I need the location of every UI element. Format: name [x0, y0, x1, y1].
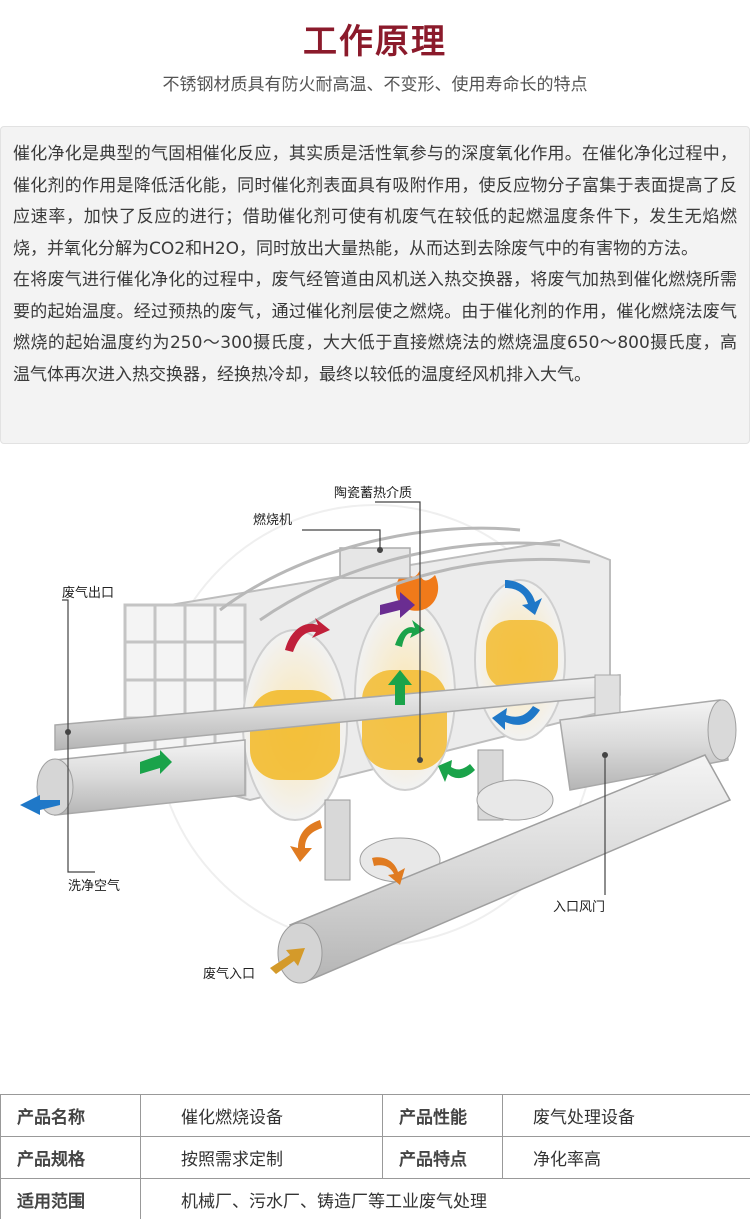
spec-row: 产品规格 按照需求定制 产品特点 净化率高 — [0, 1136, 750, 1179]
spec-table: 产品名称 催化燃烧设备 产品性能 废气处理设备 产品规格 按照需求定制 产品特点… — [0, 1094, 750, 1219]
label-exhaust-outlet: 废气出口 — [62, 585, 114, 601]
valve-body-1 — [324, 799, 351, 881]
red-arrow — [285, 618, 330, 652]
rto-diagram: 陶瓷蓄热介质 燃烧机 废气出口 洗净空气 入口风门 废气入口 — [0, 470, 750, 1030]
spec-value: 催化燃烧设备 — [140, 1094, 383, 1137]
spec-value: 按照需求定制 — [140, 1136, 383, 1179]
spec-row: 适用范围 机械厂、污水厂、铸造厂等工业废气处理 — [0, 1178, 750, 1219]
label-burner: 燃烧机 — [253, 512, 292, 528]
green-arrow-4 — [438, 760, 475, 782]
outlet-arrow — [20, 795, 60, 815]
spec-key: 适用范围 — [0, 1178, 141, 1219]
page-subtitle: 不锈钢材质具有防火耐高温、不变形、使用寿命长的特点 — [162, 75, 588, 95]
side-pipe-end — [707, 699, 737, 761]
page-title: 工作原理 — [303, 22, 447, 62]
description-paragraph-2: 在将废气进行催化净化的过程中，废气经管道由风机送入热交换器，将废气加热到催化燃烧… — [13, 270, 737, 385]
spec-key: 产品规格 — [0, 1136, 141, 1179]
orange-arrow-1 — [290, 820, 322, 862]
spec-value: 废气处理设备 — [502, 1094, 750, 1137]
inlet-arrow — [270, 948, 305, 974]
leader-lines — [62, 501, 606, 895]
spec-value: 机械厂、污水厂、铸造厂等工业废气处理 — [140, 1178, 750, 1219]
green-arrow-1 — [140, 750, 172, 774]
spec-key: 产品特点 — [382, 1136, 503, 1179]
spec-key: 产品性能 — [382, 1094, 503, 1137]
label-purge-air: 洗净空气 — [68, 878, 120, 894]
purple-arrow — [380, 592, 415, 618]
description-paragraph-1: 催化净化是典型的气固相催化反应，其实质是活性氧参与的深度氧化作用。在催化净化过程… — [13, 144, 737, 259]
blue-arrow-right — [492, 706, 540, 730]
green-arrow-3 — [388, 670, 412, 705]
outlet-pipe — [54, 739, 246, 816]
flow-arrows — [20, 580, 542, 974]
label-ceramic: 陶瓷蓄热介质 — [334, 485, 412, 501]
rto-diagram-svg: 陶瓷蓄热介质 燃烧机 废气出口 洗净空气 入口风门 废气入口 — [20, 485, 737, 984]
label-inlet-damper: 入口风门 — [553, 900, 605, 915]
top-bands — [219, 526, 591, 632]
valve-hood-2 — [476, 779, 554, 821]
green-arrow-2 — [395, 620, 425, 647]
spec-value: 净化率高 — [502, 1136, 750, 1179]
blue-arrow-top — [505, 580, 542, 615]
media-bed-3 — [486, 620, 558, 690]
orange-arrow-2 — [372, 857, 405, 885]
description-box: 催化净化是典型的气固相催化反应，其实质是活性氧参与的深度氧化作用。在催化净化过程… — [0, 126, 750, 444]
spec-key: 产品名称 — [0, 1094, 141, 1137]
spec-row: 产品名称 催化燃烧设备 产品性能 废气处理设备 — [0, 1094, 750, 1137]
leader-dots — [65, 547, 608, 763]
label-exhaust-inlet: 废气入口 — [203, 966, 255, 982]
